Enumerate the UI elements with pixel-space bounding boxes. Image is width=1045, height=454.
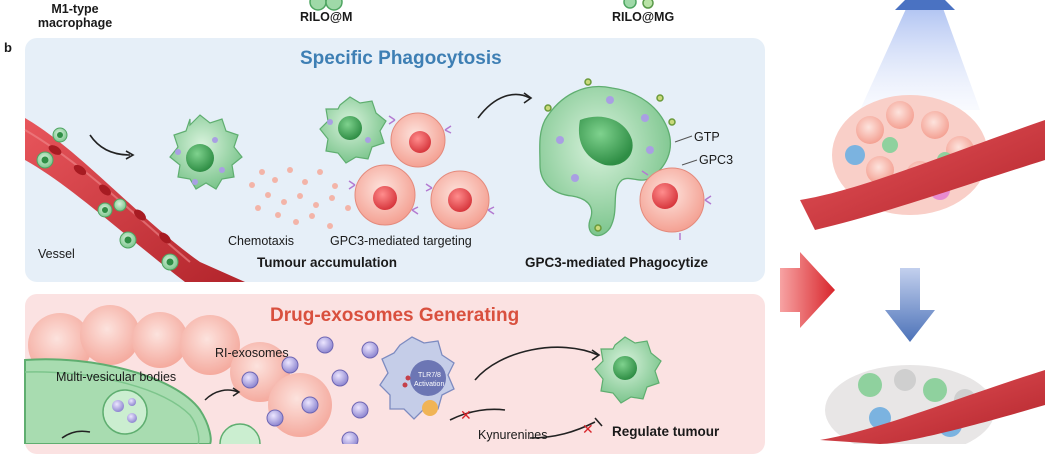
ri-exosomes: [241, 336, 379, 444]
curved-arrow-1: [89, 134, 131, 156]
chemotaxis-dots: [249, 167, 351, 229]
blood-vessel: [24, 118, 245, 282]
tumour-accumulation-label: Tumour accumulation: [257, 255, 398, 270]
inhibit-x-icon-2: ✕: [582, 422, 594, 438]
kynurenines-label: Kynurenines: [478, 428, 548, 442]
multi-vesicular-body-cell: [24, 358, 261, 444]
phagocytizing-macrophage: [539, 78, 676, 237]
curved-arrow-2: [477, 93, 531, 119]
inhibit-x-icon: ✕: [460, 408, 472, 424]
light-beam: [860, 0, 980, 110]
mvb-label: Multi-vesicular bodies: [56, 370, 177, 384]
chemotaxis-label: Chemotaxis: [228, 234, 294, 248]
illustration-canvas: ✕ ✕: [24, 0, 1045, 444]
rilo-m-label: RILO@M: [300, 10, 353, 24]
vessel-bottom-right: [820, 370, 1045, 444]
kynurenine-arrow: [449, 408, 506, 421]
top-macrophage-icons: [309, 0, 654, 11]
specific-phagocytosis-title: Specific Phagocytosis: [300, 48, 502, 69]
gpc3-label: GPC3: [699, 153, 734, 167]
tumour-cells-group: [348, 112, 495, 230]
exosome-arrow-2: [61, 430, 91, 439]
drug-exosomes-title: Drug-exosomes Generating: [270, 305, 520, 326]
gtp-label: GTP: [694, 130, 720, 144]
phagocytize-label: GPC3-mediated Phagocytize: [525, 255, 709, 270]
red-transition-arrow: [780, 252, 835, 328]
vessel-top-right: [800, 120, 1045, 230]
phagocytized-tumour-cell: [639, 167, 712, 240]
result-macrophage-cell: [594, 336, 662, 404]
vessel-label: Vessel: [38, 247, 75, 261]
panel-letter-b: b: [4, 40, 12, 55]
regulate-tumour-label: Regulate tumour: [612, 424, 720, 439]
tlr-label-2: Activation: [414, 381, 445, 388]
ri-exosomes-label: RI-exosomes: [215, 346, 289, 360]
m1-macrophage-label: M1-type macrophage: [37, 2, 113, 30]
gpc3-targeting-label: GPC3-mediated targeting: [330, 234, 472, 248]
tlr-label-1: TLR7/8: [418, 372, 441, 379]
blue-down-arrow: [885, 268, 935, 342]
regulate-arrow: [529, 421, 596, 439]
activation-arrow: [474, 346, 599, 381]
green-macrophage-cell: [169, 114, 243, 190]
rilo-mg-label: RILO@MG: [612, 10, 675, 24]
exosome-arrow-1: [204, 389, 239, 401]
gtp-pointer: [674, 135, 693, 143]
tlr-activation-cell: [379, 336, 455, 420]
gpc3-pointer: [681, 159, 698, 166]
targeting-macrophage-cell: [319, 96, 387, 164]
